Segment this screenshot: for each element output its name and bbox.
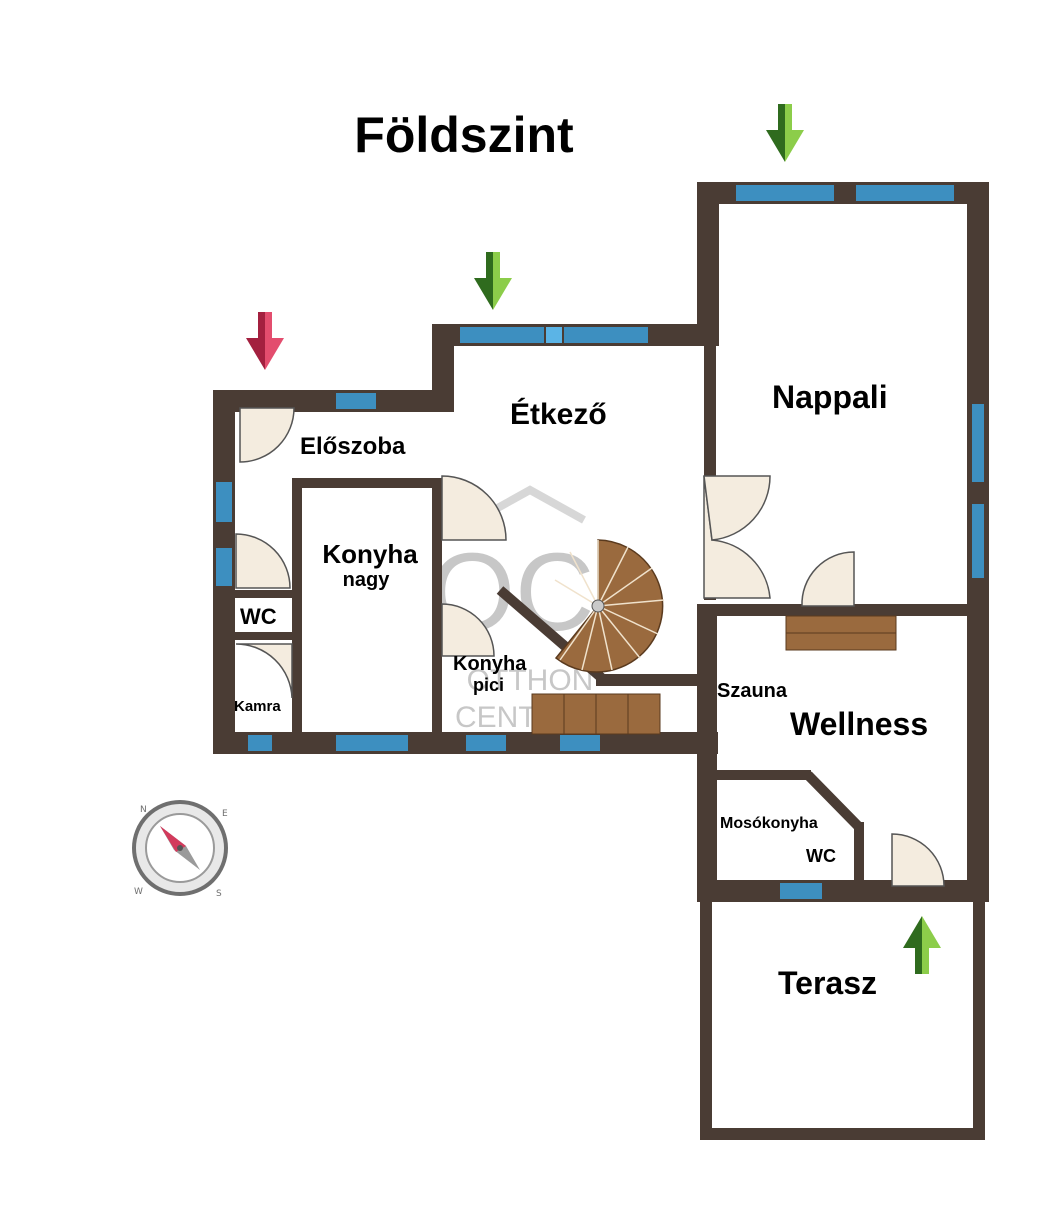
door-kamra [235,643,293,699]
room-label-wellness: Wellness [790,706,928,742]
compass-icon: N E S W [132,800,228,899]
view-arrow-up-icon [903,916,941,974]
door-terasz [891,833,945,887]
room-label-nappali: Nappali [772,379,888,415]
room-label-wc: WC [240,604,277,629]
room-label-konyha-pici: Konyha [453,653,527,675]
compass-north: N [140,805,147,815]
room-label-mosokonyha: Mosókonyha [720,815,818,832]
room-label-konyha-nagy: Konyha [322,539,418,569]
door-wc [235,533,291,589]
windows [216,185,984,899]
compass-east: E [222,809,228,819]
room-label-eloszoba: Előszoba [300,433,406,460]
doors [235,407,945,887]
floor-title: Földszint [354,107,574,163]
straight-stairs [531,693,661,735]
door-konyha-pici [441,603,495,657]
door-konyha-nagy [441,475,507,541]
room-label-kamra: Kamra [234,698,281,715]
room-label-wc-wellness: WC [806,846,836,866]
door-eloszoba [239,407,295,463]
door-nappali-left-2 [703,475,771,541]
room-label-konyha-nagy-sub: nagy [343,569,391,591]
room-label-szauna: Szauna [717,680,788,702]
sauna-bench [785,615,897,651]
compass-west: W [134,887,143,897]
entrance-arrow-icon [246,312,284,370]
door-nappali-left [703,475,771,599]
compass-south: S [216,889,222,899]
door-wellness [801,551,855,607]
spiral-staircase [554,539,665,673]
view-arrow-down-icon [766,104,804,162]
room-label-etkezo: Étkező [510,397,607,431]
view-arrow-down-icon [474,252,512,310]
room-label-terasz: Terasz [778,965,877,1001]
room-label-konyha-pici-sub: pici [473,675,504,695]
watermark-line-1: OTTHON [467,664,594,697]
